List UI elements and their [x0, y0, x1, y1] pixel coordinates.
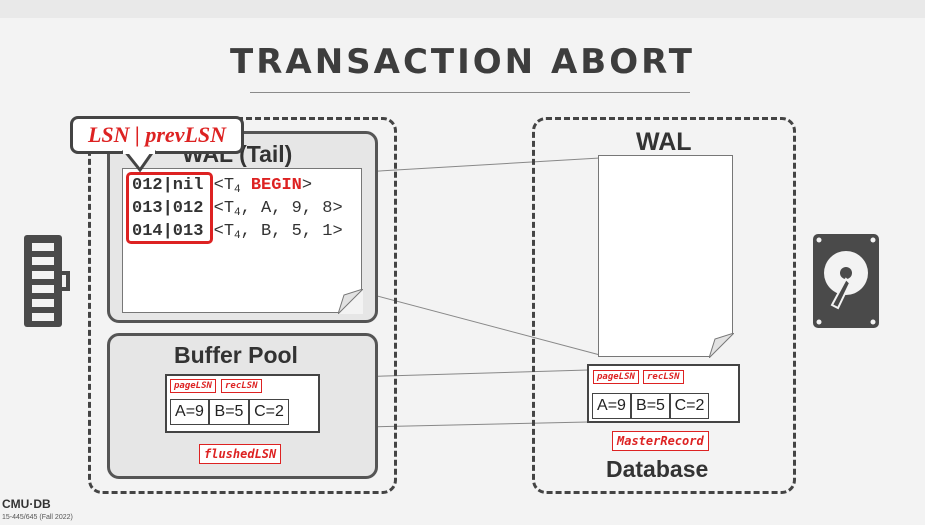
- buffer-cell-c: C=2: [249, 399, 289, 425]
- disk-cell-a: A=9: [592, 393, 631, 419]
- disk-rec-lsn-tag: recLSN: [643, 370, 684, 384]
- database-title: Database: [606, 456, 709, 482]
- lsn-highlight-box: [126, 172, 213, 244]
- buffer-cell-b: B=5: [209, 399, 249, 425]
- log-record-0: 012|nil <T4 BEGIN>: [132, 176, 313, 196]
- slide-title: TRANSACTION ABORT: [230, 42, 695, 82]
- disk-page-fold-corner: [709, 333, 734, 358]
- disk-cell-b: B=5: [631, 393, 670, 419]
- log-record-1: 013|012 <T4, A, 9, 8>: [132, 199, 343, 219]
- cmu-db-logo: CMU·DB: [2, 497, 51, 511]
- hard-disk-icon: [813, 234, 879, 328]
- lsn-callout: LSN | prevLSN: [70, 116, 244, 154]
- flushed-lsn-tag: flushedLSN: [199, 444, 282, 464]
- ram-chip-icon: [24, 235, 70, 327]
- wal-bottom-connector: [361, 291, 601, 356]
- disk-cell-c: C=2: [670, 393, 709, 419]
- buffer-cell-a: A=9: [170, 399, 209, 425]
- callout-pointer: [122, 150, 156, 173]
- log-lsn: 013|012: [132, 199, 204, 218]
- log-keyword: BEGIN: [250, 176, 302, 195]
- page-lsn-tag: pageLSN: [170, 379, 216, 393]
- course-label: 15-445/645 (Fall 2022): [2, 514, 73, 521]
- top-bar: [0, 0, 925, 18]
- title-underline: [250, 92, 690, 93]
- disk-container: [532, 117, 796, 494]
- rec-lsn-tag: recLSN: [221, 379, 262, 393]
- disk-wal-page: [598, 155, 733, 357]
- log-record-2: 014|013 <T4, B, 5, 1>: [132, 222, 343, 242]
- buffer-pool-title: Buffer Pool: [174, 342, 298, 368]
- disk-page-lsn-tag: pageLSN: [593, 370, 639, 384]
- wal-top-connector: [361, 157, 601, 173]
- disk-wal-title: WAL: [636, 128, 692, 156]
- page-fold-corner: [338, 289, 363, 314]
- master-record-tag: MasterRecord: [612, 431, 709, 451]
- log-lsn: 012|nil: [132, 176, 204, 195]
- wal-tail-page: [122, 168, 362, 313]
- log-lsn: 014|013: [132, 222, 204, 241]
